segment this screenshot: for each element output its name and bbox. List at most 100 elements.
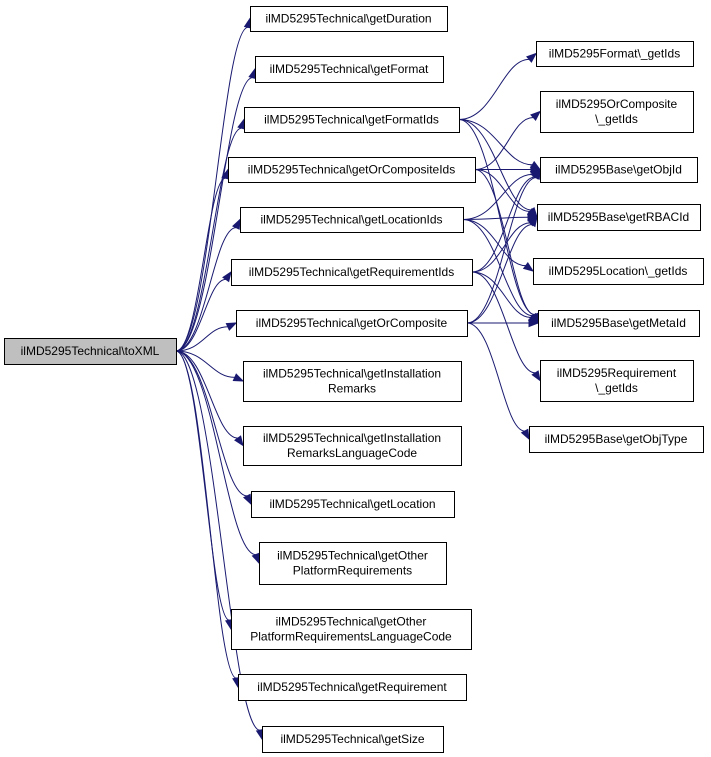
node-label: ilMD5295Technical\getRequirementIds: [249, 265, 454, 279]
node-label: PlatformRequirementsLanguageCode: [250, 630, 452, 644]
node-box: [540, 91, 694, 133]
node-get-other-platform-requirements[interactable]: ilMD5295Technical\getOtherPlatformRequir…: [259, 542, 447, 585]
node-get-obj-id[interactable]: ilMD5295Base\getObjId: [540, 157, 698, 183]
node-get-installation-remarks-language-code[interactable]: ilMD5295Technical\getInstallationRemarks…: [243, 426, 462, 466]
edge-to-xml-to-get-or-composite-ids: [175, 168, 230, 352]
edge-get-or-composite-to-get-rbacid: [466, 215, 538, 324]
node-get-format-ids[interactable]: ilMD5295Technical\getFormatIds: [244, 107, 460, 133]
edge-to-xml-to-get-location-ids: [175, 218, 241, 352]
node-box: [244, 107, 460, 133]
edge-to-xml-to-get-installation-remarks: [175, 350, 245, 382]
node-box: [243, 361, 462, 402]
node-label: \_getIds: [595, 381, 638, 395]
edge-get-format-ids-to-format-get-ids: [458, 52, 538, 120]
node-box: [255, 56, 444, 83]
node-get-or-composite-ids[interactable]: ilMD5295Technical\getOrCompositeIds: [228, 157, 476, 183]
node-get-obj-type[interactable]: ilMD5295Base\getObjType: [529, 426, 704, 453]
arrowhead: [526, 52, 538, 63]
node-label: ilMD5295Technical\getDuration: [265, 12, 431, 26]
node-get-format[interactable]: ilMD5295Technical\getFormat: [255, 56, 444, 83]
node-label: ilMD5295Technical\getOther: [277, 549, 428, 563]
node-get-requirement[interactable]: ilMD5295Technical\getRequirement: [238, 674, 467, 701]
node-to-xml[interactable]: ilMD5295Technical\toXML: [4, 338, 177, 365]
edge-get-or-composite-to-get-meta-id: [467, 318, 540, 328]
node-label: ilMD5295Format\_getIds: [549, 47, 680, 61]
arrowhead: [531, 370, 541, 382]
node-box: [537, 204, 701, 231]
node-box: [538, 310, 700, 337]
edge-to-xml-to-get-other-platform-requirements: [175, 350, 260, 565]
node-box: [259, 542, 447, 585]
node-get-meta-id[interactable]: ilMD5295Base\getMetaId: [538, 310, 700, 337]
node-label: ilMD5295OrComposite: [556, 97, 678, 111]
node-label: PlatformRequirements: [293, 564, 412, 578]
arrowhead: [520, 428, 530, 441]
node-box: [243, 426, 462, 466]
node-box: [236, 310, 468, 337]
arrowhead: [225, 322, 238, 331]
node-box: [228, 157, 476, 183]
arrowhead: [522, 261, 535, 272]
node-location-get-ids[interactable]: ilMD5295Location\_getIds: [533, 258, 704, 285]
node-box: [540, 157, 698, 183]
node-box: [4, 338, 177, 365]
arrowhead: [528, 318, 540, 328]
arrowhead: [243, 493, 252, 506]
edge-get-or-composite-to-get-obj-type: [466, 322, 530, 441]
node-label: RemarksLanguageCode: [287, 446, 417, 460]
node-label: ilMD5295Base\getObjType: [545, 432, 688, 446]
node-get-duration[interactable]: ilMD5295Technical\getDuration: [250, 6, 448, 32]
node-get-or-composite[interactable]: ilMD5295Technical\getOrComposite: [236, 310, 468, 337]
node-label: ilMD5295Technical\getFormat: [270, 62, 429, 76]
arrowhead: [248, 67, 257, 80]
node-requirement-get-ids[interactable]: ilMD5295Requirement\_getIds: [540, 360, 694, 402]
node-box: [262, 726, 444, 753]
node-format-get-ids[interactable]: ilMD5295Format\_getIds: [536, 41, 694, 67]
edge-to-xml-to-get-duration: [175, 17, 253, 352]
node-get-size[interactable]: ilMD5295Technical\getSize: [262, 726, 444, 753]
arrowhead: [528, 215, 538, 228]
node-label: ilMD5295Technical\getInstallation: [263, 367, 441, 381]
node-box: [231, 609, 472, 650]
node-label: ilMD5295Base\getRBACId: [548, 210, 689, 224]
node-label: ilMD5295Technical\getSize: [280, 732, 424, 746]
node-get-other-platform-requirements-language-code[interactable]: ilMD5295Technical\getOtherPlatformRequir…: [231, 609, 472, 650]
node-label: ilMD5295Technical\toXML: [21, 344, 160, 358]
node-or-composite-get-ids[interactable]: ilMD5295OrComposite\_getIds: [540, 91, 694, 133]
node-label: \_getIds: [595, 112, 638, 126]
node-get-location-ids[interactable]: ilMD5295Technical\getLocationIds: [240, 207, 464, 233]
edge-get-location-ids-to-location-get-ids: [462, 219, 535, 272]
node-box: [240, 207, 464, 233]
edge-get-requirement-ids-to-requirement-get-ids: [471, 271, 541, 382]
node-get-rbacid[interactable]: ilMD5295Base\getRBACId: [537, 204, 701, 231]
node-box: [250, 6, 448, 32]
node-label: ilMD5295Technical\getLocationIds: [260, 213, 442, 227]
node-label: ilMD5295Requirement: [557, 366, 677, 380]
node-box: [533, 258, 704, 285]
arrowhead: [232, 373, 245, 382]
arrowhead: [530, 110, 542, 121]
node-get-requirement-ids[interactable]: ilMD5295Technical\getRequirementIds: [231, 259, 473, 286]
node-label: ilMD5295Technical\getFormatIds: [264, 113, 439, 127]
node-box: [231, 259, 473, 286]
node-get-location[interactable]: ilMD5295Technical\getLocation: [251, 491, 455, 518]
arrowhead: [251, 552, 260, 565]
arrowhead: [237, 118, 246, 130]
node-box: [251, 491, 455, 518]
node-label: ilMD5295Base\getObjId: [555, 163, 682, 177]
node-label: ilMD5295Technical\getInstallation: [263, 431, 441, 445]
edge-get-or-composite-ids-to-or-composite-get-ids: [474, 110, 542, 170]
edge-to-xml-to-get-requirement-ids: [175, 270, 232, 352]
arrowhead: [232, 218, 241, 230]
arrowhead: [234, 435, 244, 447]
edge-to-xml-to-get-or-composite: [175, 322, 238, 352]
arrowhead: [222, 270, 232, 283]
node-label: ilMD5295Technical\getLocation: [269, 497, 435, 511]
node-label: ilMD5295Technical\getOrComposite: [256, 316, 448, 330]
node-box: [529, 426, 704, 453]
node-box: [536, 41, 694, 67]
edge-get-or-composite-to-get-obj-id: [466, 168, 541, 324]
node-label: Remarks: [328, 382, 376, 396]
